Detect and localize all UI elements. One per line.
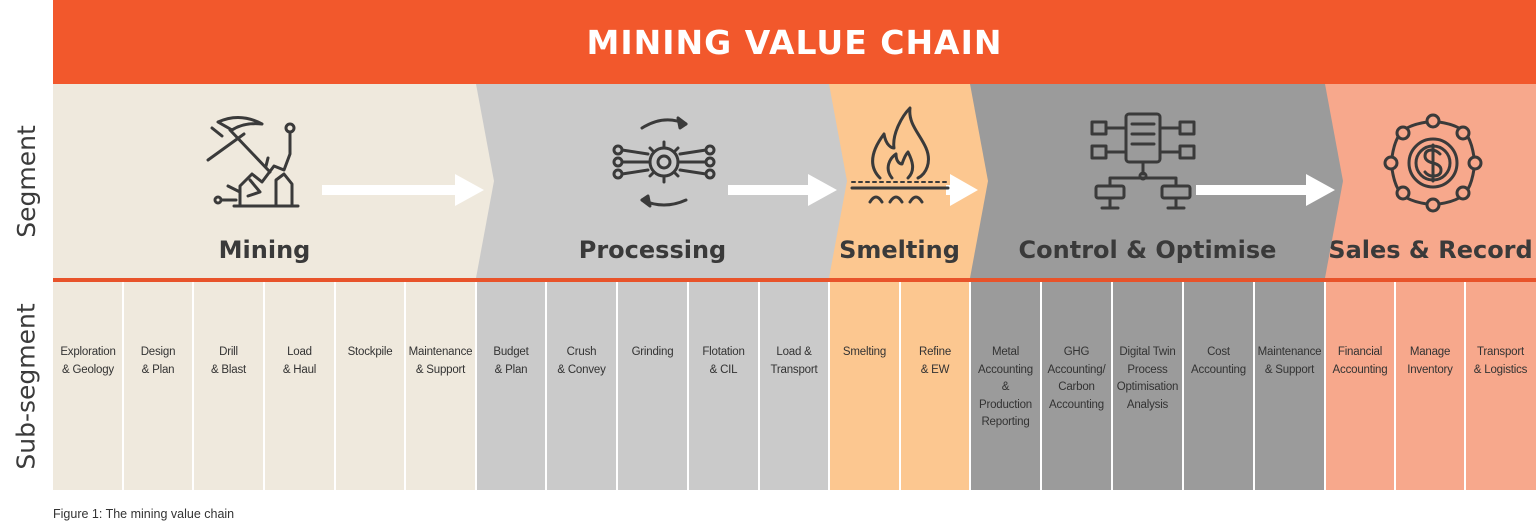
server-network-icon — [1090, 112, 1196, 210]
sub-segment-cell: Cost Accounting — [1183, 282, 1254, 490]
sub-segment-cell: Load & Haul — [264, 282, 335, 490]
segment-control-optimise: Control & Optimise — [970, 84, 1325, 278]
title-banner: MINING VALUE CHAIN — [53, 0, 1536, 84]
sub-segment-cell: Design & Plan — [123, 282, 193, 490]
sub-segment-cell: Budget & Plan — [476, 282, 546, 490]
segment-name: Control & Optimise — [1018, 236, 1277, 264]
flame-burner-icon — [850, 106, 950, 204]
sub-segment-label: Smelting — [842, 346, 887, 358]
column-separator — [1040, 282, 1042, 490]
sub-segment-label: GHG Accounting/ Carbon Accounting — [1047, 346, 1106, 411]
sub-segment-label: Transport & Logistics — [1473, 346, 1528, 376]
sub-segment-cell: Transport & Logistics — [1465, 282, 1536, 490]
sub-segment-label: Manage Inventory — [1407, 346, 1453, 376]
sub-segment-row-label: Sub-segment — [0, 282, 52, 490]
sub-segment-cell: Manage Inventory — [1395, 282, 1465, 490]
sub-segment-label: Stockpile — [347, 346, 393, 358]
column-separator — [334, 282, 336, 490]
arrow-right-icon — [1196, 174, 1335, 206]
section-divider — [53, 278, 1536, 282]
chevron-notch — [476, 84, 494, 278]
segment-name: Processing — [578, 236, 727, 264]
arrow-right-icon — [728, 174, 837, 206]
column-separator — [1253, 282, 1255, 490]
sub-segment-label: Load & Transport — [770, 346, 818, 376]
column-separator — [969, 282, 971, 490]
sub-segment-label: Flotation & CIL — [702, 346, 745, 376]
sub-segment-cell: Financial Accounting — [1325, 282, 1395, 490]
sub-segment-label: Maintenance & Support — [1257, 346, 1322, 376]
column-separator — [1394, 282, 1396, 490]
chevron-notch — [829, 84, 847, 278]
dollar-network-icon — [1383, 113, 1483, 213]
column-separator — [899, 282, 901, 490]
sub-segment-cell: Metal Accounting & Production Reporting — [970, 282, 1041, 490]
figure-caption: Figure 1: The mining value chain — [53, 507, 235, 521]
sub-segment-cell: Load & Transport — [759, 282, 829, 490]
column-separator — [122, 282, 124, 490]
sub-segment-cell: Exploration & Geology — [53, 282, 123, 490]
column-separator — [263, 282, 265, 490]
column-separator — [1182, 282, 1184, 490]
column-separator — [1324, 282, 1326, 490]
arrow-right-icon — [946, 174, 978, 206]
chevron-notch — [1325, 84, 1343, 278]
column-separator — [404, 282, 406, 490]
column-separator — [758, 282, 760, 490]
sub-segment-label: Financial Accounting — [1332, 346, 1388, 376]
sub-segment-label: Metal Accounting & Production Reporting — [978, 346, 1033, 428]
sub-segment-label: Cost Accounting — [1191, 346, 1246, 376]
sub-segment-cell: Maintenance & Support — [1254, 282, 1325, 490]
gear-network-icon — [612, 116, 716, 208]
segment-processing: Processing — [476, 84, 829, 278]
arrow-right-icon — [322, 174, 484, 206]
pickaxe-rock-icon — [206, 116, 300, 208]
sub-segment-cell: GHG Accounting/ Carbon Accounting — [1041, 282, 1112, 490]
sub-segment-cell: Maintenance & Support — [405, 282, 476, 490]
segment-smelting: Smelting — [829, 84, 970, 278]
page-title: MINING VALUE CHAIN — [586, 22, 1003, 62]
sub-segment-cell: Stockpile — [335, 282, 405, 490]
column-separator — [475, 282, 477, 490]
chevron-notch — [970, 84, 988, 278]
sub-segment-row-label-text: Sub-segment — [11, 302, 41, 470]
column-separator — [192, 282, 194, 490]
sub-segment-cell: Crush & Convey — [546, 282, 617, 490]
sub-segment-label: Budget & Plan — [493, 346, 529, 376]
column-separator — [687, 282, 689, 490]
sub-segment-cell: Digital Twin Process Optimisation Analys… — [1112, 282, 1183, 490]
sub-segment-cell: Smelting — [829, 282, 900, 490]
sub-segment-label: Exploration & Geology — [60, 346, 116, 376]
column-separator — [828, 282, 830, 490]
sub-segment-label: Maintenance & Support — [408, 346, 473, 376]
column-separator — [1111, 282, 1113, 490]
sub-segment-cell: Flotation & CIL — [688, 282, 759, 490]
sub-segment-cell: Refine & EW — [900, 282, 970, 490]
segment-mining: Mining — [53, 84, 476, 278]
sub-segment-cell: Drill & Blast — [193, 282, 264, 490]
sub-segment-label: Refine & EW — [918, 346, 952, 376]
segment-name: Mining — [218, 236, 311, 264]
segment-name: Sales & Record — [1328, 236, 1533, 264]
column-separator — [545, 282, 547, 490]
sub-segment-label: Crush & Convey — [557, 346, 606, 376]
sub-segment-cell: Grinding — [617, 282, 688, 490]
column-separator — [1464, 282, 1466, 490]
sub-segment-label: Grinding — [631, 346, 674, 358]
column-separator — [616, 282, 618, 490]
sub-segment-label: Digital Twin Process Optimisation Analys… — [1116, 346, 1179, 411]
sub-segment-label: Load & Haul — [282, 346, 317, 376]
flow-arrows — [322, 84, 1343, 278]
sub-segment-label: Design & Plan — [140, 346, 176, 376]
sub-segment-label: Drill & Blast — [210, 346, 247, 376]
segment-name: Smelting — [839, 236, 960, 264]
